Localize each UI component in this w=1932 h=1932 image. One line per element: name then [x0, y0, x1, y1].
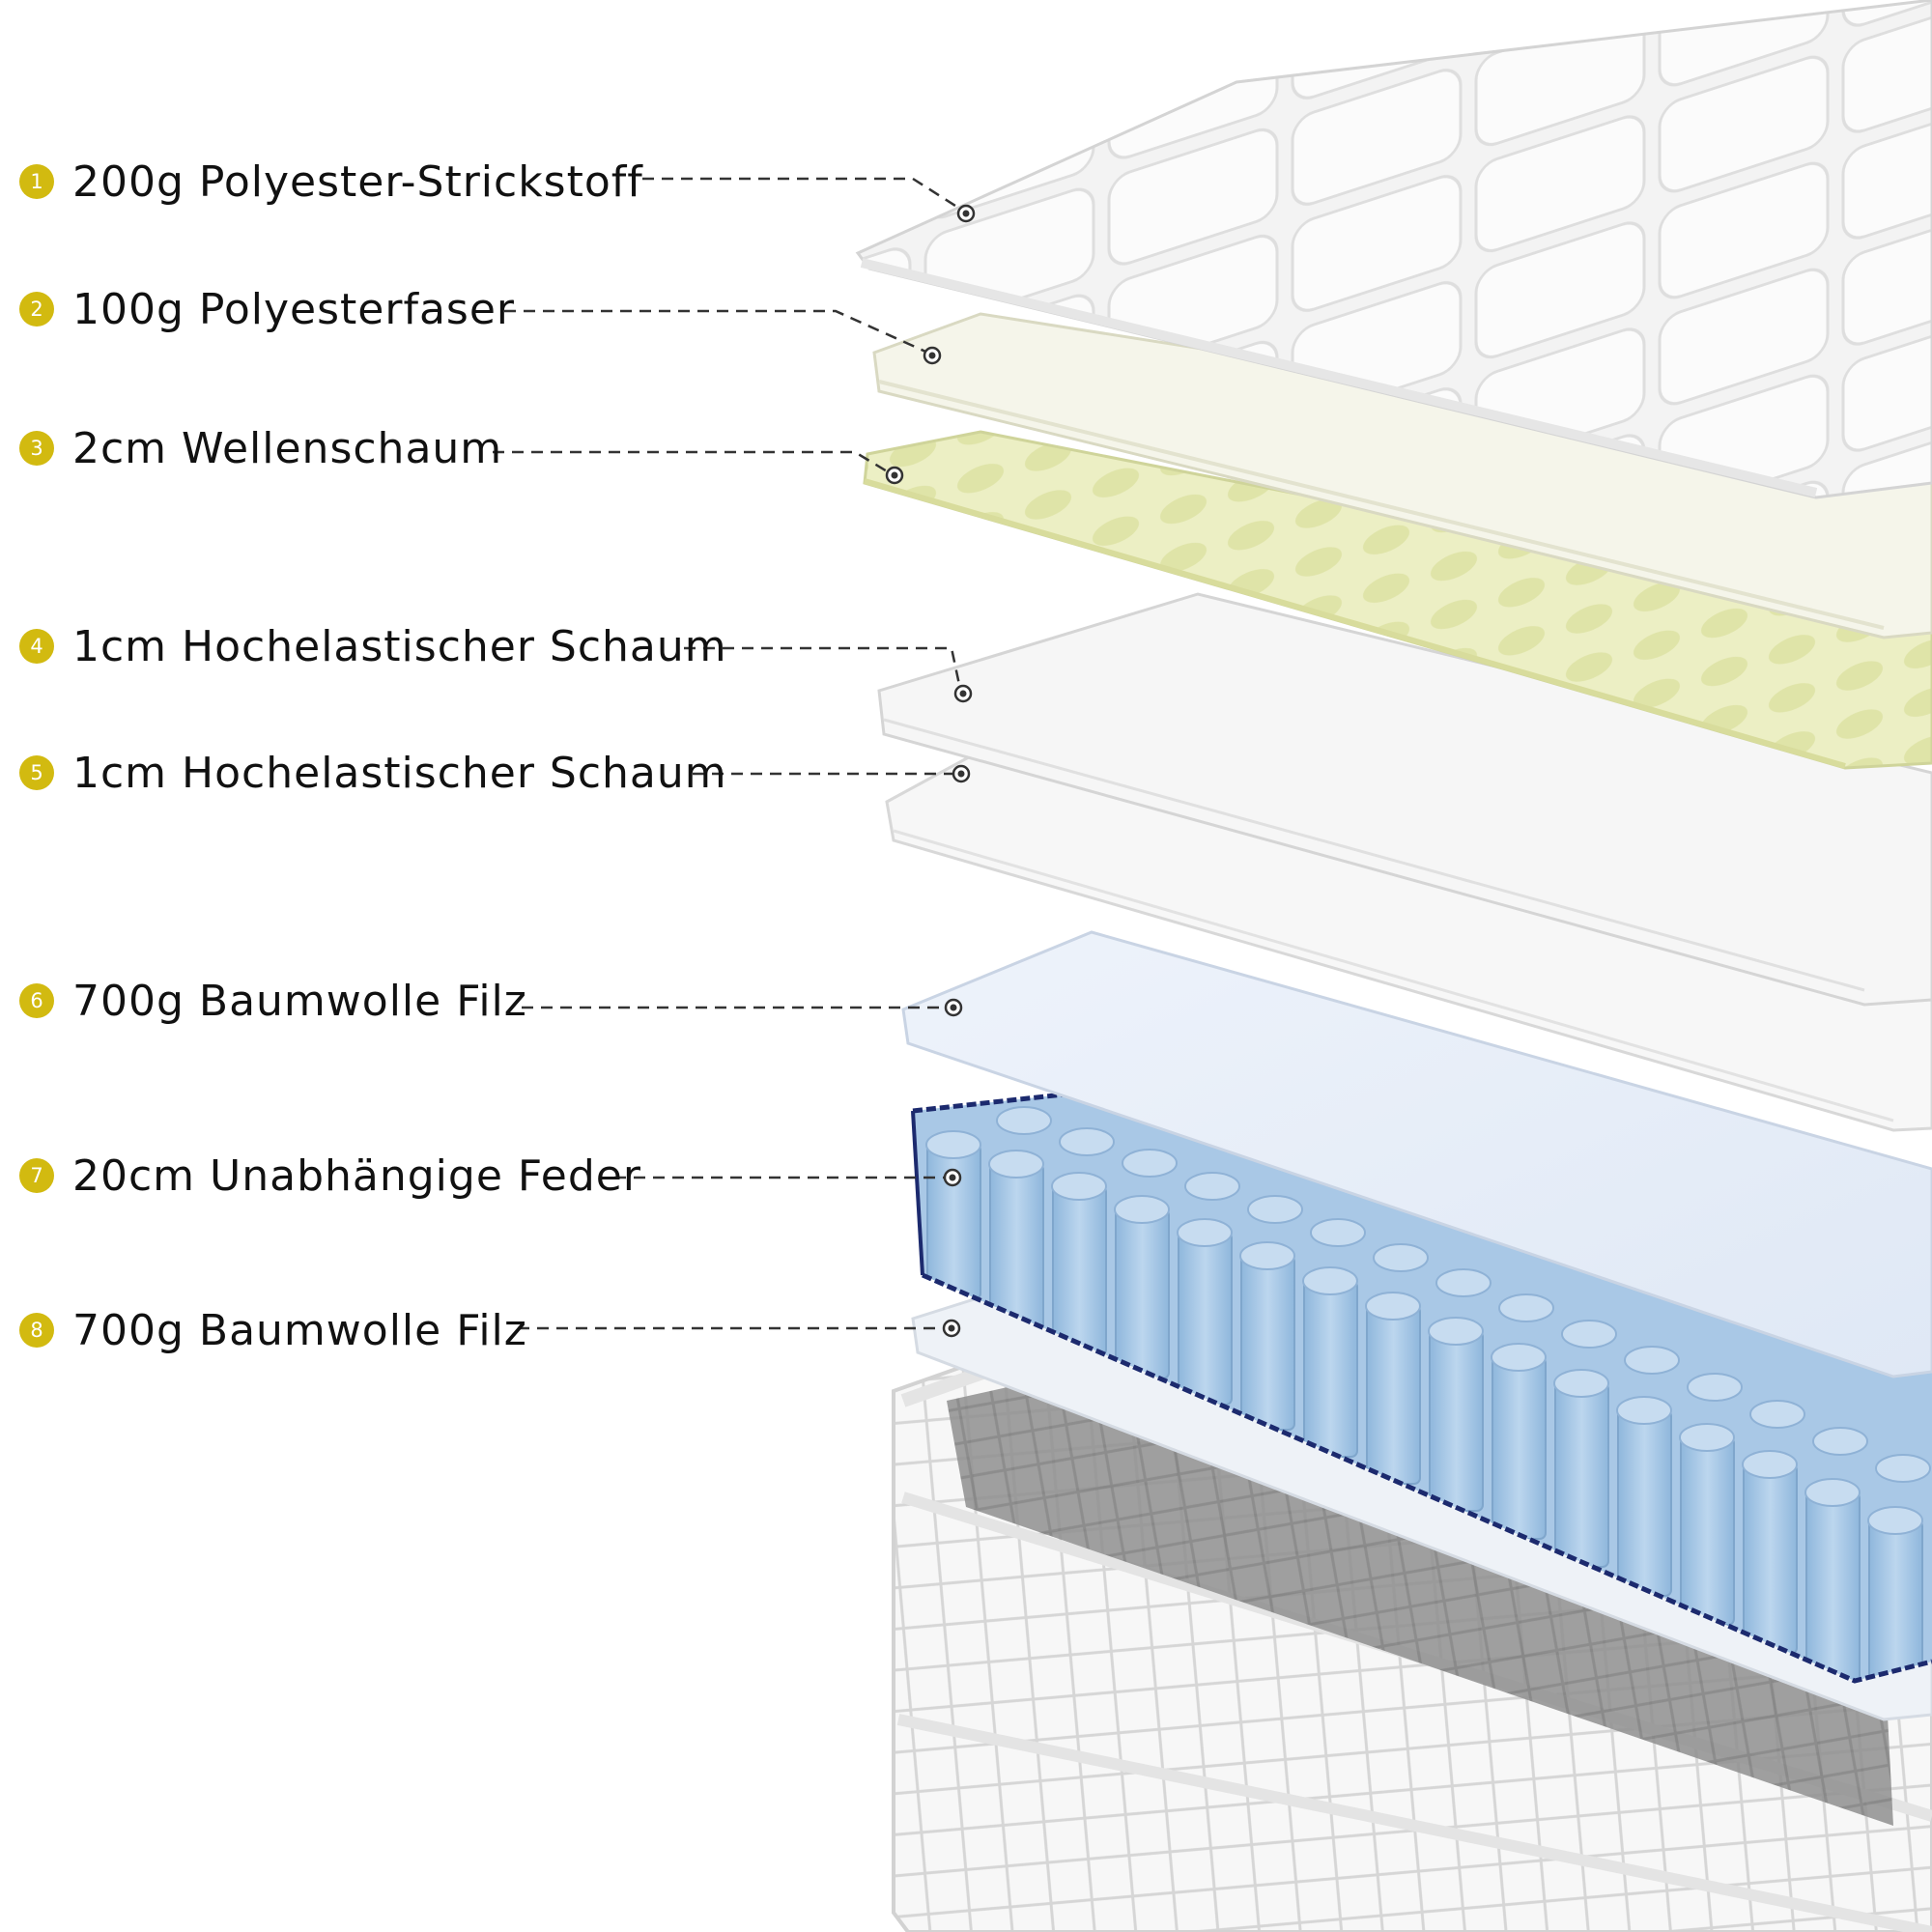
marker-5 — [952, 764, 971, 783]
number-badge: 8 — [19, 1313, 54, 1348]
layer-label-text: 700g Baumwolle Filz — [72, 1305, 527, 1355]
marker-2 — [923, 346, 942, 365]
leader-line-3 — [493, 450, 895, 477]
number-badge: 7 — [19, 1158, 54, 1193]
layer-label-8: 8 700g Baumwolle Filz — [19, 1301, 527, 1359]
layer-4-foam — [877, 592, 1932, 1007]
leader-line-4 — [684, 646, 963, 695]
number-badge: 5 — [19, 755, 54, 790]
marker-3 — [885, 466, 904, 485]
number-badge: 3 — [19, 431, 54, 466]
layer-label-3: 3 2cm Wellenschaum — [19, 419, 502, 477]
marker-4 — [953, 684, 973, 703]
leader-lines — [493, 177, 967, 1330]
layer-3-wave-foam — [863, 430, 1932, 770]
marker-8 — [942, 1319, 961, 1338]
layer-label-6: 6 700g Baumwolle Filz — [19, 972, 527, 1030]
number-badge: 4 — [19, 629, 54, 664]
layer-label-text: 200g Polyester-Strickstoff — [72, 156, 643, 207]
layer-label-text: 2cm Wellenschaum — [72, 423, 503, 473]
number-badge: 1 — [19, 164, 54, 199]
layer-label-text: 1cm Hochelastischer Schaum — [72, 621, 727, 671]
number-badge: 6 — [19, 983, 54, 1018]
layer-label-text: 100g Polyesterfaser — [72, 284, 515, 334]
number-badge: 2 — [19, 292, 54, 327]
base-mattress — [892, 1359, 1932, 1932]
layer-2-fiber — [872, 312, 1932, 639]
layer-1-knit-top — [855, 0, 1932, 499]
layer-label-1: 1 200g Polyester-Strickstoff — [19, 153, 643, 211]
leader-line-2 — [504, 309, 933, 356]
layer-label-text: 700g Baumwolle Filz — [72, 976, 527, 1026]
layer-6-felt — [901, 930, 1932, 1378]
marker-7 — [943, 1168, 962, 1187]
marker-6 — [944, 998, 963, 1017]
layer-label-4: 4 1cm Hochelastischer Schaum — [19, 617, 727, 675]
leader-line-1 — [642, 177, 967, 214]
layer-label-text: 20cm Unabhängige Feder — [72, 1151, 641, 1201]
layer-label-2: 2 100g Polyesterfaser — [19, 280, 515, 338]
leader-markers — [885, 204, 976, 1338]
layer-label-text: 1cm Hochelastischer Schaum — [72, 748, 727, 798]
layer-label-7: 7 20cm Unabhängige Feder — [19, 1147, 641, 1205]
layer-label-5: 5 1cm Hochelastischer Schaum — [19, 744, 727, 802]
marker-1 — [956, 204, 976, 223]
